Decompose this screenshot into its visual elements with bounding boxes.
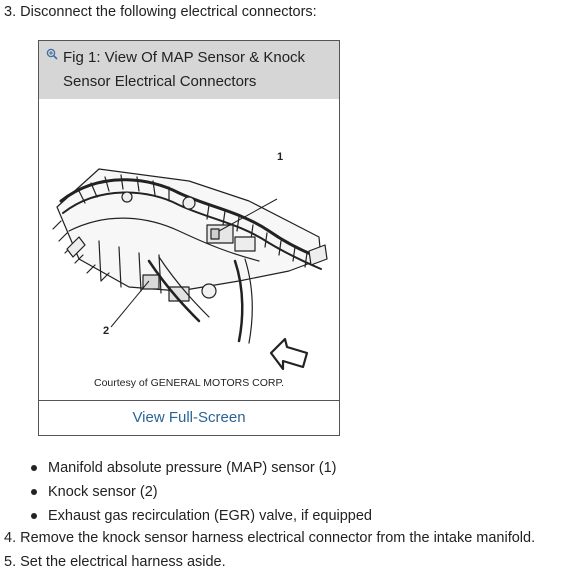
- engine-diagram: [52, 168, 328, 371]
- step-3-text: 3. Disconnect the following electrical c…: [4, 4, 317, 20]
- list-item-text: Manifold absolute pressure (MAP) sensor …: [48, 460, 337, 476]
- callout-1: 1: [277, 151, 284, 163]
- list-item: Exhaust gas recirculation (EGR) valve, i…: [28, 504, 372, 528]
- view-full-screen-link[interactable]: View Full-Screen: [132, 409, 246, 426]
- list-item: Manifold absolute pressure (MAP) sensor …: [28, 456, 372, 480]
- figure-header: Fig 1: View Of MAP Sensor & Knock Sensor…: [39, 41, 339, 99]
- list-item-text: Knock sensor (2): [48, 484, 158, 500]
- figure-divider: [39, 400, 339, 401]
- zoom-in-icon[interactable]: [46, 48, 58, 60]
- figure-credit: Courtesy of GENERAL MOTORS CORP.: [93, 377, 285, 389]
- bullet-icon: [31, 489, 37, 495]
- step-5-text: 5. Set the electrical harness aside.: [4, 554, 226, 570]
- connector-list: Manifold absolute pressure (MAP) sensor …: [28, 456, 372, 528]
- list-item-text: Exhaust gas recirculation (EGR) valve, i…: [48, 508, 372, 524]
- figure-title: Fig 1: View Of MAP Sensor & Knock Sensor…: [63, 49, 306, 90]
- list-item: Knock sensor (2): [28, 480, 372, 504]
- figure-card: Fig 1: View Of MAP Sensor & Knock Sensor…: [38, 40, 340, 436]
- step-4-text: 4. Remove the knock sensor harness elect…: [4, 530, 536, 546]
- callout-2: 2: [103, 325, 110, 337]
- bullet-icon: [31, 513, 37, 519]
- bullet-icon: [31, 465, 37, 471]
